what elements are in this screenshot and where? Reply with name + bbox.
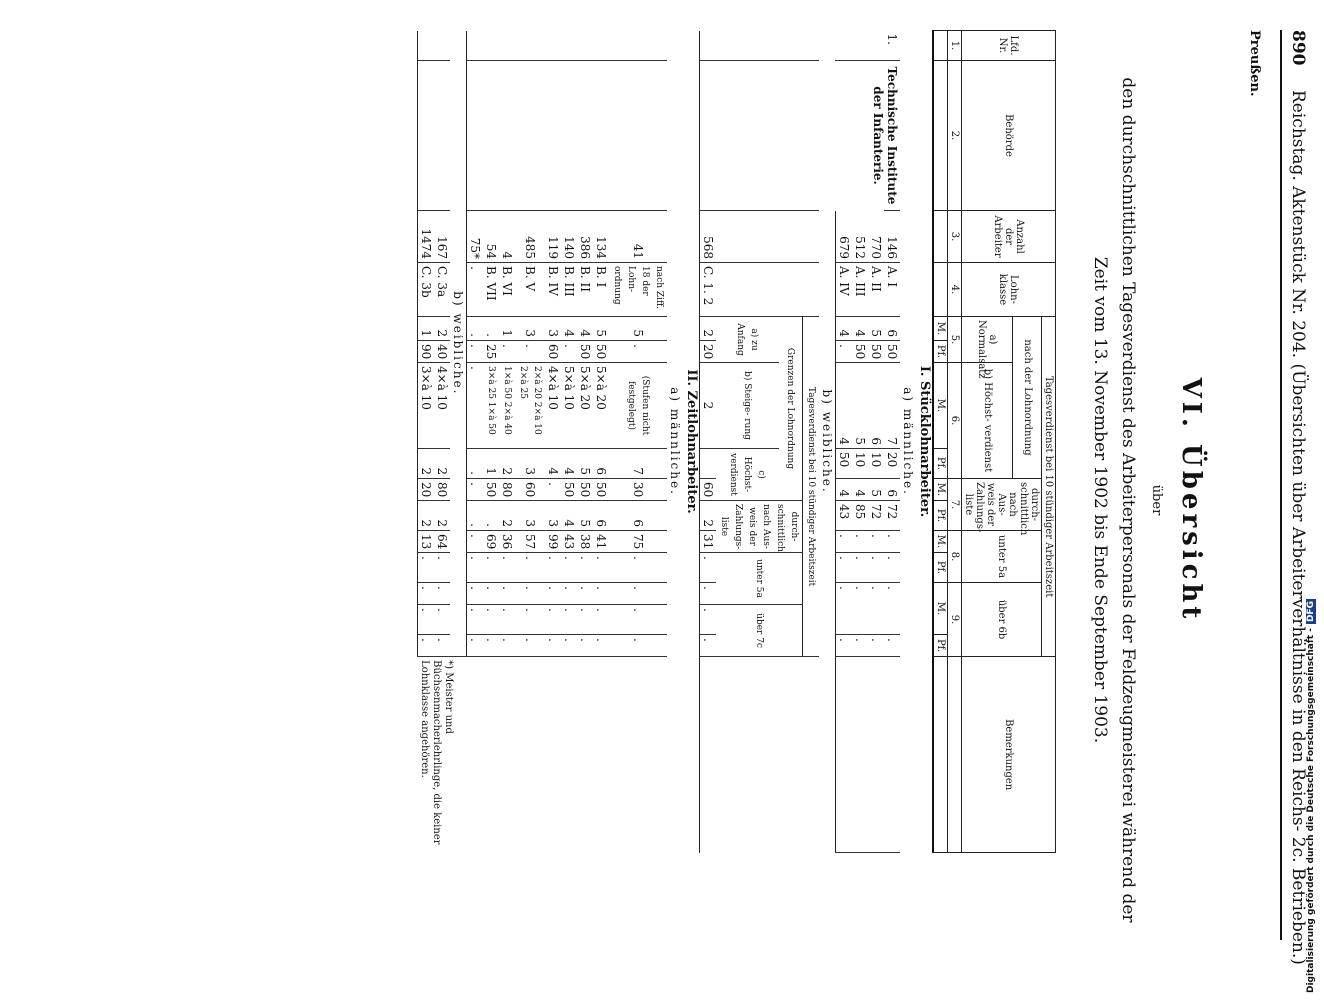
col-behoerde: Behörde (961, 60, 1056, 211)
unit-pf: Pf. (933, 634, 948, 657)
behoerde-nr: 1. (885, 33, 899, 45)
credit-text: Digitalisierung gefördert durch die Deut… (1306, 628, 1316, 993)
subtitle-line-2: Zeit vom 13. November 1902 bis Ende Sept… (1090, 256, 1110, 744)
col-num-3: 3. (947, 210, 962, 263)
col-normalsatz: a) Normalsatz (961, 316, 1013, 379)
col-ueber: über 6b (961, 582, 1042, 657)
state-label: Preußen. (1247, 30, 1262, 97)
table-row: 568 C. 1. 2 2 20 2 60 2 31 .... (699, 30, 716, 933)
table-header: Lfd. Nr. Behörde Anzahl der Arbeiter Loh… (933, 30, 1056, 933)
col-hoechstverdienst: b) Höchst- verdienst (961, 362, 1013, 479)
subheader-title: Tagesverdienst bei 10 stündiger Arbeitsz… (802, 316, 819, 657)
col-durchschnittlich: durch- schnittlich nach Aus- weis der Za… (961, 478, 1042, 535)
wage-table: Lfd. Nr. Behörde Anzahl der Arbeiter Loh… (417, 30, 1056, 932)
unit-m: M. (933, 362, 948, 449)
table-row: 1. Technische Institute der Infanterie. … (835, 31, 900, 932)
document-title: VI. Übersicht (1176, 0, 1206, 1000)
col-num-8: 8. (947, 530, 962, 583)
unit-pf: Pf. (933, 500, 948, 531)
col-lohnklasse: Lohn- klasse (961, 262, 1056, 317)
digitization-credit: Digitalisierung gefördert durch die Deut… (1305, 599, 1321, 993)
col-num-2: 2. (947, 60, 962, 211)
unit-m: M. (933, 582, 948, 635)
col-anzahl: Anzahl der Arbeiter (961, 210, 1056, 263)
roman-numeral: VI. (1176, 377, 1206, 431)
unit-m: M. (933, 530, 948, 553)
subheader-grenzen: Grenzen der Lohnordnung (778, 316, 803, 501)
col-bemerkungen: Bemerkungen (961, 656, 1056, 853)
unit-pf: Pf. (933, 340, 948, 363)
title-ueber: über (1149, 484, 1164, 516)
page-number: 890 (1288, 30, 1308, 66)
col-num-1: 1. (947, 30, 962, 61)
subheader-hoechst: c) Höchst- verdienst (716, 448, 779, 501)
subtitle-line-1: den durchschnittlichen Tagesverdienst de… (1118, 77, 1138, 923)
section-zeitlohn: II. Zeitlohnarbeiter. (684, 369, 699, 514)
title-text: Übersicht (1176, 444, 1206, 623)
dfg-logo: DFG (1306, 599, 1316, 625)
col-num-6: 6. (947, 362, 962, 479)
section-stuecklohn-maennlich: a) männliche. (901, 387, 915, 496)
subheader-anfang: a) zu Anfang (716, 316, 779, 363)
subheader-row: Tagesverdienst bei 10 stündiger Arbeitsz… (802, 31, 819, 933)
unit-m: M. (933, 316, 948, 341)
section-stuecklohn: I. Stücklohnarbeiter. (917, 365, 932, 518)
section-zeitlohn-maennlich: a) männliche. (668, 387, 682, 496)
section-zeitlohn-weiblich: b) weibliche. (451, 291, 465, 396)
col-nach-lohnordnung: nach der Lohnordnung (1012, 316, 1042, 479)
unit-pf: Pf. (933, 448, 948, 479)
table-row: 41 nach Ziff. 18 der Lohn- ordnung 5 . (… (417, 31, 667, 933)
section-stuecklohn-weiblich: b) weibliche. (820, 389, 834, 494)
col-unter: unter 5a (961, 530, 1042, 583)
subheader-steigerung: b) Steige- rung (716, 362, 779, 449)
subheader-row: a) zu Anfang b) Steige- rung c) Höchst- … (716, 31, 779, 933)
col-tagesverdienst: Tagesverdienst bei 10 stündiger Arbeitsz… (1041, 316, 1056, 657)
unit-pf: Pf. (933, 552, 948, 583)
col-lfd-nr: Lfd. Nr. (961, 30, 1056, 61)
subheader-ueber: über 7c (716, 604, 803, 657)
subheader-durch: durch- schnittlich nach Aus- weis der Za… (716, 500, 803, 553)
footnote: *) Meister und Büchsenmacherlehrlinge, d… (419, 660, 455, 845)
unit-m: M. (933, 478, 948, 501)
col-num-5: 5. (947, 316, 962, 363)
subheader-unter: unter 5a (716, 552, 803, 605)
col-num-9: 9. (947, 582, 962, 657)
behoerde-name: Technische Institute der Infanterie. (835, 60, 900, 211)
col-num-4: 4. (947, 262, 962, 317)
col-num-7: 7. (947, 478, 962, 531)
subheader-row: Grenzen der Lohnordnung durch- schnittli… (716, 31, 803, 933)
